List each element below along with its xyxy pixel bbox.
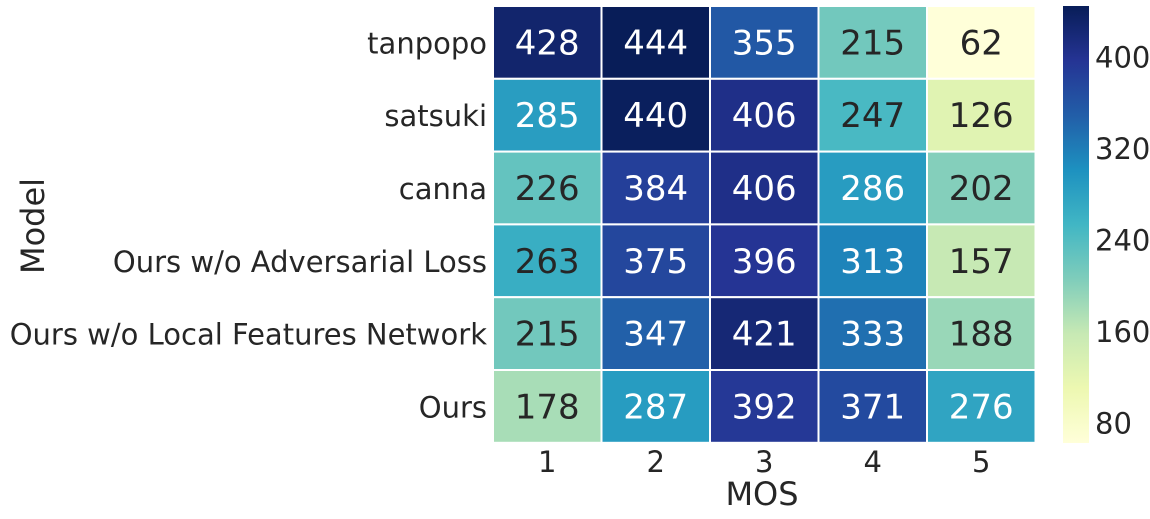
cell-value-label: 178 <box>515 387 580 427</box>
column-label: 5 <box>972 445 990 479</box>
row-label: satsuki <box>384 99 487 133</box>
heatmap-cell <box>709 77 820 153</box>
colorbar-tick-label: 400 <box>1095 40 1150 74</box>
heatmap-cell <box>600 223 711 299</box>
column-label: 1 <box>538 445 556 479</box>
x-axis-title: MOS <box>725 475 798 513</box>
row-label: Ours w/o Local Features Network <box>10 318 487 352</box>
heatmap-cell <box>926 77 1037 153</box>
cell-value-label: 396 <box>732 242 797 282</box>
heatmap-cell <box>709 223 820 299</box>
heatmap-cell <box>709 296 820 372</box>
cell-value-label: 444 <box>623 23 688 63</box>
row-label: canna <box>399 172 487 206</box>
cell-value-label: 371 <box>840 387 905 427</box>
y-axis-title: Model <box>14 178 52 274</box>
colorbar-gradient <box>1063 6 1089 443</box>
cell-value-label: 333 <box>840 315 905 355</box>
heatmap-cell <box>926 223 1037 299</box>
heatmap-cell <box>709 369 820 444</box>
cell-value-label: 263 <box>515 242 580 282</box>
heatmap-cell <box>600 150 711 226</box>
colorbar-tick-label: 240 <box>1095 223 1150 257</box>
cell-value-label: 384 <box>623 169 688 209</box>
column-label: 4 <box>864 445 882 479</box>
heatmap-cell <box>600 5 711 80</box>
cell-value-label: 202 <box>949 169 1014 209</box>
cell-value-label: 287 <box>623 387 688 427</box>
colorbar: 80 160 240 320 400 <box>1063 6 1150 443</box>
heatmap-cell <box>492 77 603 153</box>
heatmap-cell <box>492 223 603 299</box>
cell-value-label: 440 <box>623 96 688 136</box>
heatmap-cell <box>817 150 928 226</box>
column-label: 2 <box>647 445 665 479</box>
heatmap-cell <box>600 369 711 444</box>
cell-value-label: 226 <box>515 169 580 209</box>
row-label: Ours w/o Adversarial Loss <box>113 245 487 279</box>
cell-value-label: 421 <box>732 315 797 355</box>
cell-value-label: 247 <box>840 96 905 136</box>
column-label: 3 <box>755 445 773 479</box>
colorbar-tick-label: 320 <box>1095 132 1150 166</box>
column-labels: 1 2 3 4 5 <box>538 445 990 479</box>
cell-value-label: 392 <box>732 387 797 427</box>
cell-value-label: 286 <box>840 169 905 209</box>
cell-value-label: 406 <box>732 96 797 136</box>
heatmap-cell <box>600 296 711 372</box>
heatmap-cell <box>817 223 928 299</box>
cell-value-label: 375 <box>623 242 688 282</box>
cell-value-label: 215 <box>515 315 580 355</box>
heatmap-cell <box>817 369 928 444</box>
cell-value-label: 276 <box>949 387 1014 427</box>
heatmap-cell <box>492 296 603 372</box>
cell-value-label: 62 <box>960 23 1003 63</box>
cell-value-label: 406 <box>732 169 797 209</box>
colorbar-tick-label: 160 <box>1095 315 1150 349</box>
cell-value-label: 215 <box>840 23 905 63</box>
colorbar-tick-label: 80 <box>1095 406 1132 440</box>
heatmap-cell <box>926 369 1037 444</box>
cell-value-label: 347 <box>623 315 688 355</box>
cell-value-label: 355 <box>732 23 797 63</box>
cell-value-label: 126 <box>949 96 1014 136</box>
row-label: Ours <box>419 390 487 424</box>
cell-value-label: 285 <box>515 96 580 136</box>
cell-value-label: 428 <box>515 23 580 63</box>
cell-value-label: 188 <box>949 315 1014 355</box>
row-label: tanpopo <box>367 26 487 60</box>
cell-value-label: 313 <box>840 242 905 282</box>
heatmap-cell <box>492 5 603 80</box>
heatmap-cells: 428 444 355 215 62 285 440 406 247 126 226 384 406 28… <box>492 5 1037 444</box>
cell-value-label: 157 <box>949 242 1014 282</box>
